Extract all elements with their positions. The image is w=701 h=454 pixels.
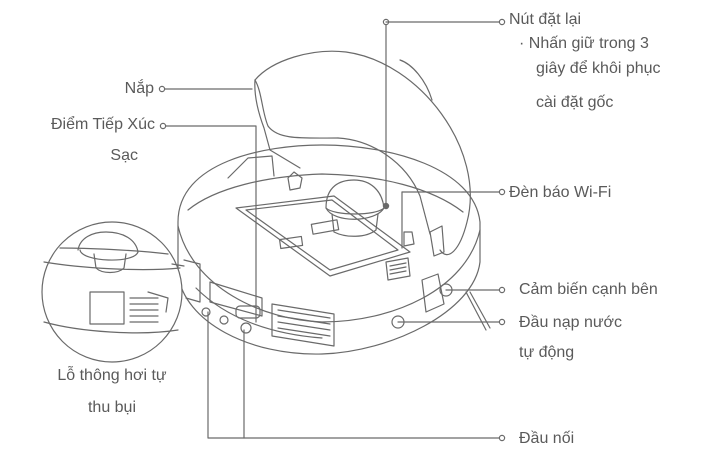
reset-note-line-2: giây để khôi phục bbox=[536, 60, 661, 77]
reset-note-line-1: · Nhấn giữ trong 3 bbox=[519, 35, 649, 52]
auto-refill-label-line-2: tự động bbox=[519, 344, 575, 361]
charging-contacts-label-line-2: Sạc bbox=[110, 147, 138, 164]
connector-label: Đầu nối bbox=[519, 430, 575, 447]
lid-shell bbox=[227, 50, 471, 257]
charging-contacts-label-line-1: Điểm Tiếp Xúc bbox=[50, 116, 155, 133]
auto-refill-label-line-1: Đầu nạp nước bbox=[519, 314, 623, 331]
dust-vent-label-line-1: Lỗ thông hơi tự bbox=[57, 367, 167, 384]
zoom-inset bbox=[41, 221, 185, 363]
dust-vent-label-line-2: thu bụi bbox=[87, 399, 137, 416]
lidar-cap bbox=[325, 179, 385, 237]
lid-label: Nắp bbox=[124, 80, 154, 97]
leader-lines bbox=[158, 18, 506, 442]
robot-body bbox=[177, 144, 481, 355]
reset-button-label: Nút đặt lại bbox=[509, 11, 582, 28]
reset-note-line-3: cài đặt gốc bbox=[536, 94, 614, 111]
side-sensor-label: Cảm biến cạnh bên bbox=[519, 281, 658, 298]
wifi-indicator-label: Đèn báo Wi-Fi bbox=[509, 184, 612, 201]
top-panel bbox=[235, 195, 411, 281]
side-details bbox=[183, 259, 491, 347]
